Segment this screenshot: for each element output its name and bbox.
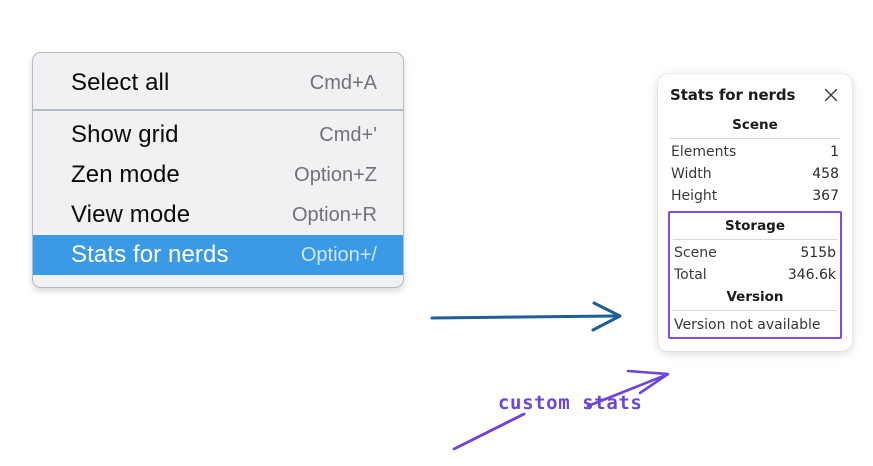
menu-item-select-all[interactable]: Select all Cmd+A [33, 63, 403, 103]
menu-item-label: Stats for nerds [71, 241, 229, 268]
menu-item-shortcut: Option+R [291, 203, 377, 226]
stat-key: Total [674, 267, 707, 283]
stat-value: 515b [800, 245, 836, 261]
menu-item-zen-mode[interactable]: Zen mode Option+Z [33, 155, 403, 195]
menu-item-shortcut: Cmd+A [309, 71, 377, 94]
menu-separator [33, 109, 403, 111]
menu-item-show-grid[interactable]: Show grid Cmd+' [33, 115, 403, 155]
section-heading-storage: Storage [724, 218, 786, 234]
stat-row: Width 458 [668, 163, 842, 185]
close-icon[interactable] [822, 86, 840, 104]
stat-value: 458 [812, 166, 839, 182]
callout-arrow-icon [586, 369, 670, 408]
section-divider [670, 138, 840, 139]
menu-item-view-mode[interactable]: View mode Option+R [33, 195, 403, 235]
stat-value: 1 [830, 144, 839, 160]
version-note: Version not available [674, 317, 821, 333]
menu-item-stats-for-nerds[interactable]: Stats for nerds Option+/ [33, 235, 403, 275]
menu-group-1: Select all Cmd+A [33, 59, 403, 107]
section-divider [673, 239, 837, 240]
stats-section-storage: Storage Scene 515b Total 346.6k [671, 215, 839, 286]
stats-section-version: Version Version not available [671, 286, 839, 335]
stat-key: Elements [671, 144, 737, 160]
menu-item-label: Select all [71, 69, 170, 96]
callout-label: custom stats [498, 392, 643, 414]
callout-underline-icon [452, 412, 526, 451]
stat-key: Width [671, 166, 712, 182]
menu-group-2: Show grid Cmd+' Zen mode Option+Z View m… [33, 111, 403, 279]
menu-item-label: View mode [71, 201, 191, 228]
stats-section-scene: Scene Elements 1 Width 458 Height 367 [668, 114, 842, 207]
stat-row: Height 367 [668, 185, 842, 207]
menu-item-shortcut: Cmd+' [319, 123, 377, 146]
section-divider [673, 310, 837, 311]
stats-for-nerds-panel: Stats for nerds Scene Elements 1 Width 4… [658, 74, 852, 351]
stat-key: Height [671, 188, 718, 204]
stats-panel-header: Stats for nerds [668, 84, 842, 104]
stat-value: 367 [812, 188, 839, 204]
section-heading-version: Version [726, 289, 784, 305]
stat-row: Elements 1 [668, 141, 842, 163]
flow-arrow-icon [430, 301, 622, 332]
panel-title: Stats for nerds [670, 86, 796, 104]
custom-stats-frame: Storage Scene 515b Total 346.6k Version … [668, 211, 842, 339]
context-menu: Select all Cmd+A Show grid Cmd+' Zen mod… [32, 52, 404, 288]
menu-item-label: Show grid [71, 121, 179, 148]
section-heading-scene: Scene [732, 117, 778, 133]
stat-row: Total 346.6k [671, 264, 839, 286]
menu-item-shortcut: Option+/ [300, 243, 377, 266]
menu-item-shortcut: Option+Z [294, 163, 377, 186]
stat-value: 346.6k [787, 267, 836, 283]
menu-item-label: Zen mode [71, 161, 180, 188]
stat-key: Scene [674, 245, 717, 261]
stat-row: Scene 515b [671, 242, 839, 264]
